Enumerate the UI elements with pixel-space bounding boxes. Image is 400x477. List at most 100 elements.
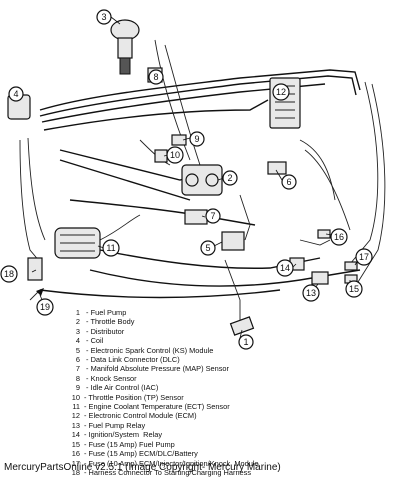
component-fuel-pump-relay: [311, 271, 329, 285]
callout-5-label: 5: [205, 243, 210, 253]
callout-16-label: 16: [334, 232, 344, 242]
legend-separator: -: [84, 430, 89, 440]
callout-2-label: 2: [227, 173, 232, 183]
legend-number: 9: [75, 383, 80, 393]
legend-number: 14: [71, 430, 80, 440]
legend-label: Data Link Connector (DLC): [90, 355, 180, 365]
callout-4-label: 4: [13, 89, 18, 99]
callout-19-label: 19: [40, 302, 50, 312]
legend-separator: -: [84, 345, 91, 355]
legend-label: Manifold Absolute Pressure (MAP) Sensor: [90, 364, 230, 374]
callout-18: 18: [0, 265, 18, 283]
legend-number: 3: [75, 326, 80, 336]
legend-item: 6 - Data Link Connector (DLC): [64, 355, 259, 364]
legend-number: 7: [75, 364, 80, 374]
component-distributor: [110, 19, 140, 75]
component-ect-sensor: [54, 227, 101, 259]
callout-19: 19: [36, 298, 54, 316]
legend-separator: -: [84, 355, 91, 365]
legend-item: 12- Electronic Control Module (ECM): [64, 411, 259, 420]
legend-item: 18- Harness Connector To Starting/Chargi…: [64, 468, 259, 477]
legend-label: Ignition/System Relay: [88, 430, 163, 440]
callout-5: 5: [200, 240, 216, 256]
legend-label: Engine Coolant Temperature (ECT) Sensor: [88, 402, 230, 412]
callout-1-label: 1: [243, 337, 248, 347]
component-fuel-pump: [229, 316, 255, 336]
legend-item: 8 - Knock Sensor: [64, 374, 259, 383]
component-map-sensor: [184, 209, 208, 225]
callout-7: 7: [205, 208, 221, 224]
legend-item: 16- Fuse (15 Amp) ECM/DLC/Battery: [64, 449, 259, 458]
callout-15-label: 15: [349, 284, 359, 294]
callout-2: 2: [222, 170, 238, 186]
legend-item: 7 - Manifold Absolute Pressure (MAP) Sen…: [64, 364, 259, 373]
legend-number: 12: [71, 411, 80, 421]
legend-item: 2 - Throttle Body: [64, 317, 259, 326]
callout-9-label: 9: [194, 134, 199, 144]
legend-item: 11- Engine Coolant Temperature (ECT) Sen…: [64, 402, 259, 411]
callout-10: 10: [166, 146, 184, 164]
legend-separator: -: [84, 326, 91, 336]
legend-number: 8: [75, 373, 80, 383]
legend-separator: -: [84, 373, 91, 383]
callout-4: 4: [8, 86, 24, 102]
legend-item: 4 - Coil: [64, 336, 259, 345]
callout-7-label: 7: [210, 211, 215, 221]
legend-label: Electronic Spark Control (KS) Module: [90, 345, 214, 355]
callout-13-label: 13: [306, 288, 316, 298]
legend-item: 15- Fuse (15 Amp) Fuel Pump: [64, 440, 259, 449]
legend-separator: -: [84, 467, 89, 477]
wiring-harness: [19, 39, 386, 330]
component-iac: [171, 134, 187, 146]
legend-number: 11: [72, 402, 80, 412]
legend-item: 17- Fuse (10 Amp) ECM/Injector/Ignition/…: [64, 459, 259, 468]
legend-number: 10: [71, 392, 80, 402]
legend-separator: -: [84, 402, 89, 412]
component-harness-connector: [27, 257, 43, 281]
legend-number: 13: [71, 420, 80, 430]
legend-number: 18: [71, 467, 80, 477]
component-ks-module: [221, 231, 245, 251]
legend-separator: -: [84, 336, 91, 346]
callout-13: 13: [302, 284, 320, 302]
legend-separator: -: [84, 420, 89, 430]
callout-14: 14: [276, 259, 294, 277]
callout-12-label: 12: [276, 87, 286, 97]
callout-12: 12: [272, 83, 290, 101]
legend-item: 5 - Electronic Spark Control (KS) Module: [64, 346, 259, 355]
legend-label: Distributor: [90, 326, 125, 336]
callout-3-label: 3: [101, 12, 106, 22]
legend-label: Fuse (15 Amp) ECM/DLC/Battery: [88, 449, 198, 459]
legend-label: Coil: [90, 336, 104, 346]
legend-label: Knock Sensor: [90, 373, 137, 383]
callout-3: 3: [96, 9, 112, 25]
callout-17-label: 17: [359, 252, 369, 262]
legend-number: 15: [71, 439, 80, 449]
legend-separator: -: [84, 449, 89, 459]
legend-label: Electronic Control Module (ECM): [88, 411, 197, 421]
legend-separator: -: [84, 317, 91, 327]
callout-6-label: 6: [286, 177, 291, 187]
legend-number: 6: [75, 355, 80, 365]
legend-item: 10- Throttle Position (TP) Sensor: [64, 393, 259, 402]
legend-separator: -: [84, 439, 89, 449]
legend-number: 4: [75, 336, 80, 346]
callout-16: 16: [330, 228, 348, 246]
legend-item: 14- Ignition/System Relay: [64, 430, 259, 439]
legend-label: Idle Air Control (IAC): [90, 383, 159, 393]
legend-label: Fuel Pump Relay: [88, 420, 146, 430]
callout-18-label: 18: [4, 269, 14, 279]
legend-label: Harness Connector To Starting/Charging H…: [88, 467, 252, 477]
callout-8-label: 8: [153, 72, 158, 82]
legend-label: Fuse (10 Amp) ECM/Injector/Ignition/Knoc…: [88, 458, 259, 468]
callout-15: 15: [345, 280, 363, 298]
callout-6: 6: [281, 174, 297, 190]
legend-label: Fuse (15 Amp) Fuel Pump: [88, 439, 175, 449]
callout-10-label: 10: [170, 150, 180, 160]
legend-number: 5: [75, 345, 80, 355]
callout-1: 1: [238, 334, 254, 350]
component-dlc: [267, 161, 287, 175]
